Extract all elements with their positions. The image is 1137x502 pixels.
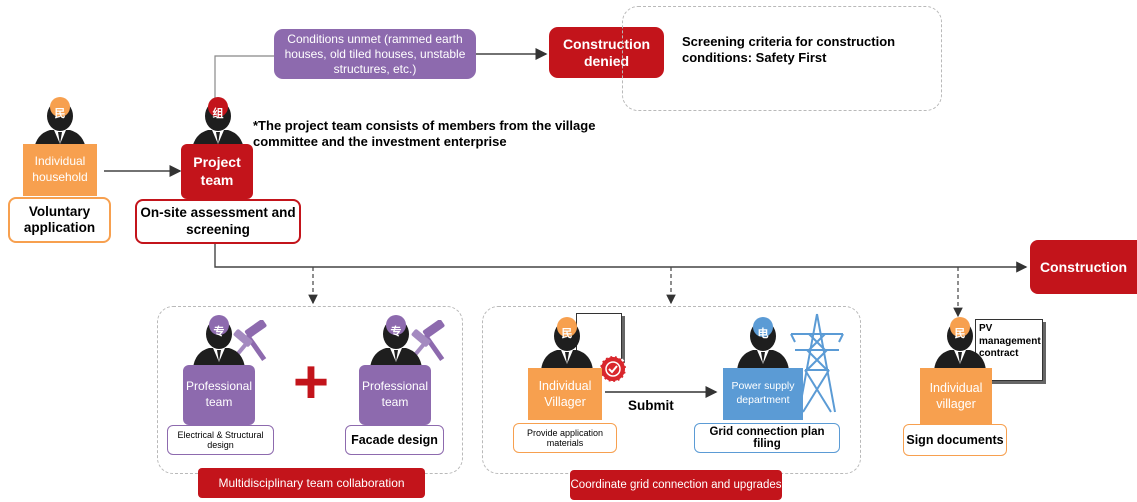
construction-denied-box: Construction denied xyxy=(549,27,664,78)
villager3-caption-box: Sign documents xyxy=(903,424,1007,456)
line-team-to-conditions xyxy=(214,55,274,107)
pro1-badge: 专 xyxy=(213,326,225,338)
conditions-unmet-text: Conditions unmet (rammed earth houses, o… xyxy=(284,31,466,76)
contract-document-text: PV management contract xyxy=(979,323,1041,359)
pro2-caption-box: Facade design xyxy=(345,425,444,455)
grid-connection-footer: Coordinate grid connection and upgrades xyxy=(570,470,782,500)
construction-denied-text: Construction denied xyxy=(562,35,651,69)
villager-role-text: Individual Villager xyxy=(538,378,592,409)
villager3-caption-text: Sign documents xyxy=(906,433,1004,447)
household-badge: 民 xyxy=(54,108,66,120)
pro1-caption-box: Electrical & Structural design xyxy=(167,425,274,455)
team-caption-text: On-site assessment and screening xyxy=(140,205,296,237)
villager-person-icon xyxy=(541,317,593,370)
power-badge: 电 xyxy=(757,328,769,340)
power-role-box: Power supply department xyxy=(723,368,803,420)
villager3-person-icon xyxy=(934,317,986,370)
screening-criteria-text: Screening criteria for construction cond… xyxy=(682,34,896,65)
conditions-unmet-box: Conditions unmet (rammed earth houses, o… xyxy=(274,29,476,79)
power-tower-icon xyxy=(790,313,844,413)
team-role-text: Project team xyxy=(193,154,241,188)
multidisciplinary-footer: Multidisciplinary team collaboration xyxy=(198,468,425,498)
submit-label: Submit xyxy=(628,398,674,413)
power-role-text: Power supply department xyxy=(731,380,795,406)
team-person-icon xyxy=(192,97,244,150)
household-role-box: Individual household xyxy=(23,144,97,196)
pro1-role-box: Professional team xyxy=(183,365,255,425)
villager-caption-box: Provide application materials xyxy=(513,423,617,453)
pro1-person-icon xyxy=(193,315,245,368)
approval-seal-icon xyxy=(599,355,627,383)
construction-text: Construction xyxy=(1039,259,1128,275)
screening-criteria-region xyxy=(622,6,942,111)
villager3-role-box: Individual villager xyxy=(920,368,992,424)
grid-connection-footer-text: Coordinate grid connection and upgrades xyxy=(570,479,782,491)
pro2-person-icon xyxy=(370,315,422,368)
hammer-icon-2 xyxy=(409,320,445,362)
team-badge: 组 xyxy=(212,108,224,120)
team-caption-box: On-site assessment and screening xyxy=(135,199,301,244)
villager3-badge: 民 xyxy=(954,328,966,340)
pro2-caption-text: Facade design xyxy=(351,433,438,447)
household-person-icon xyxy=(34,97,86,150)
pro2-role-box: Professional team xyxy=(359,365,431,425)
villager-role-box: Individual Villager xyxy=(528,368,602,420)
villager-badge: 民 xyxy=(561,328,573,340)
construction-box: Construction xyxy=(1030,240,1137,294)
plus-sign: + xyxy=(292,348,330,417)
power-person-icon xyxy=(737,317,789,370)
villager3-role-text: Individual villager xyxy=(929,380,983,411)
household-role-text: Individual household xyxy=(32,154,88,184)
power-caption-box: Grid connection plan filing xyxy=(694,423,840,453)
household-caption-text: Voluntary application xyxy=(23,203,96,235)
pro1-caption-text: Electrical & Structural design xyxy=(177,430,264,450)
pro2-role-text: Professional team xyxy=(361,379,429,409)
multidisciplinary-footer-text: Multidisciplinary team collaboration xyxy=(218,476,405,490)
pro2-badge: 专 xyxy=(390,326,402,338)
line-team-to-main xyxy=(214,244,1028,273)
team-note-text: *The project team consists of members fr… xyxy=(253,118,596,149)
household-caption-box: Voluntary application xyxy=(8,197,111,243)
team-role-box: Project team xyxy=(181,144,253,199)
power-caption-text: Grid connection plan filing xyxy=(709,426,825,450)
villager-caption-text: Provide application materials xyxy=(526,428,604,448)
pro1-role-text: Professional team xyxy=(185,379,253,409)
